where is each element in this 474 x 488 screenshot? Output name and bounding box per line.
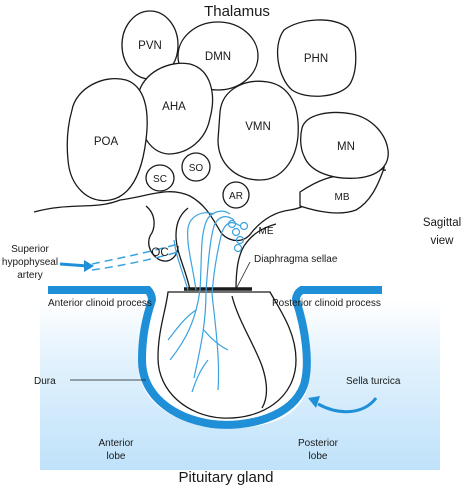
nucleus-ar <box>222 181 250 209</box>
label-posterior-lobe: lobe <box>309 451 328 462</box>
nucleus-vmn <box>217 80 299 181</box>
label-artery: artery <box>17 270 43 281</box>
label-sella-turcica: Sella turcica <box>346 376 401 387</box>
diaphragma-leader <box>235 261 251 290</box>
nucleus-mn <box>300 111 389 179</box>
title-pituitary-gland: Pituitary gland <box>178 469 273 486</box>
label-mb: MB <box>335 192 350 203</box>
artery-arrow <box>59 262 89 268</box>
nucleus-so <box>181 152 211 182</box>
nucleus-poa <box>66 78 148 202</box>
label-me: ME <box>259 226 274 237</box>
dura-lining <box>48 286 380 429</box>
superior-hypophyseal-artery-dash-2 <box>91 251 179 271</box>
label-dmn: DMN <box>205 51 231 63</box>
label-poa: POA <box>94 136 119 148</box>
label-dura: Dura <box>34 376 56 387</box>
label-vmn: VMN <box>245 121 271 133</box>
label-posterior-clinoid: Posterior clinoid process <box>272 298 381 309</box>
label-view: view <box>430 235 454 247</box>
label-sagittal: Sagittal <box>423 217 461 229</box>
label-diaphragma-sellae: Diaphragma sellae <box>254 254 338 265</box>
superior-hypophyseal-artery-dash-1 <box>91 243 179 265</box>
portal-vessels <box>167 210 249 393</box>
pituitary-gland <box>157 291 297 419</box>
label-anterior: Anterior <box>98 438 134 449</box>
label-aha: AHA <box>162 101 186 113</box>
title-thalamus: Thalamus <box>204 3 270 20</box>
stalk-anterior-edge <box>175 207 191 291</box>
sella-turcica-arrowhead <box>308 396 320 408</box>
label-phn: PHN <box>304 53 328 65</box>
nucleus-aha <box>137 62 214 155</box>
label-pvn: PVN <box>138 40 162 52</box>
label-posterior: Posterior <box>298 438 339 449</box>
optic-chiasm-outline <box>145 205 179 262</box>
label-superior: Superior <box>11 244 49 255</box>
label-anterior-clinoid: Anterior clinoid process <box>48 298 152 309</box>
label-anterior-lobe: lobe <box>107 451 126 462</box>
nucleus-phn <box>276 19 357 97</box>
sella-turcica-arrow <box>317 397 378 414</box>
label-so: SO <box>189 163 204 174</box>
label-ar: AR <box>229 191 243 202</box>
label-hypophyseal: hypophyseal <box>2 257 58 268</box>
artery-arrowhead <box>84 260 94 272</box>
posterior-lobe-boundary <box>231 295 268 409</box>
nucleus-sc <box>145 164 175 192</box>
stalk-posterior-edge <box>235 223 277 291</box>
label-mn: MN <box>337 141 355 153</box>
label-sc: SC <box>153 174 167 185</box>
label-oc: OC <box>151 247 168 259</box>
